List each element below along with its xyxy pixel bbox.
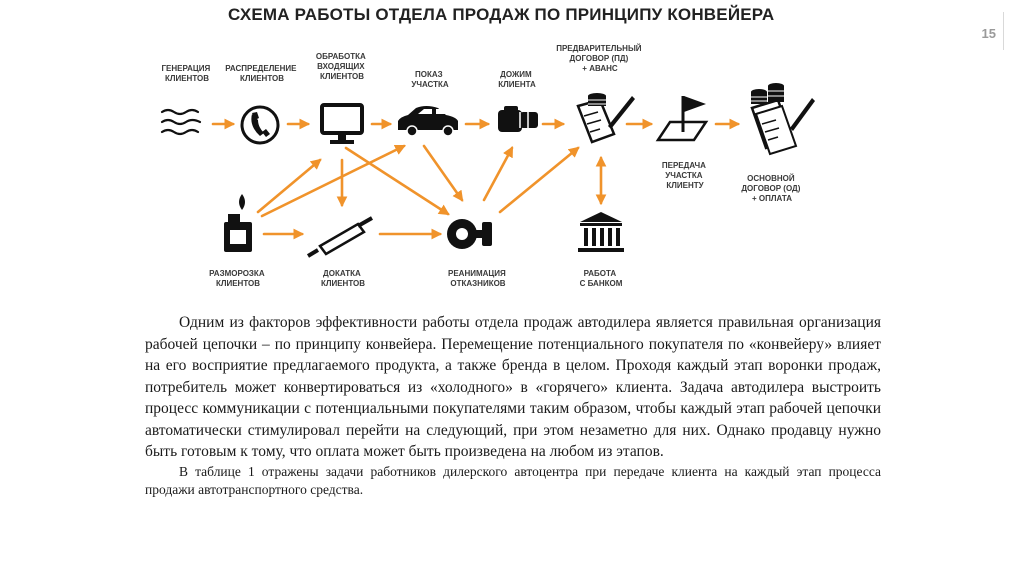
rolling-pin-icon xyxy=(306,216,373,258)
node-label-generation: ГЕНЕРАЦИЯ КЛИЕНТОВ xyxy=(162,64,213,83)
node-label-distribution: РАСПРЕДЕЛЕНИЕ КЛИЕНТОВ xyxy=(225,64,299,83)
arrow-defrost-processing xyxy=(256,158,322,214)
flow-arrows xyxy=(211,118,741,240)
monitor-icon xyxy=(320,103,364,144)
body-text: Одним из факторов эффективности работы о… xyxy=(145,312,881,499)
page-number: 15 xyxy=(981,26,996,41)
flag-icon xyxy=(655,96,709,142)
node-label-defrost: РАЗМОРОЗКА КЛИЕНТОВ xyxy=(209,269,267,288)
lighter-icon xyxy=(224,194,252,252)
arrow-revival-closing xyxy=(482,146,514,202)
node-label-main: ОСНОВНОЙ ДОГОВОР (ОД) + ОПЛАТА xyxy=(741,174,802,203)
arrow-processing-revival xyxy=(344,146,450,216)
node-label-showing: ПОКАЗ УЧАСТКА xyxy=(411,70,449,89)
arrow-showing-revival xyxy=(422,144,464,202)
arrow-revival-prelim xyxy=(498,146,580,214)
node-label-bank: РАБОТА С БАНКОМ xyxy=(580,269,623,288)
car-icon xyxy=(398,106,458,137)
node-label-closing: ДОЖИМ КЛИЕНТА xyxy=(498,70,536,89)
body-paragraph-2: В таблице 1 отражены задачи работников д… xyxy=(145,463,881,497)
slide-title: СХЕМА РАБОТЫ ОТДЕЛА ПРОДАЖ ПО ПРИНЦИПУ К… xyxy=(228,5,775,24)
header-divider xyxy=(1003,12,1004,50)
body-paragraph-1: Одним из факторов эффективности работы о… xyxy=(145,314,881,460)
fist-icon xyxy=(498,106,538,132)
node-label-revival: РЕАНИМАЦИЯ ОТКАЗНИКОВ xyxy=(448,269,508,288)
conveyor-diagram: ГЕНЕРАЦИЯ КЛИЕНТОВ РАСПРЕДЕЛЕНИЕ КЛИЕНТО… xyxy=(160,44,815,288)
node-label-rolling: ДОКАТКА КЛИЕНТОВ xyxy=(321,269,365,288)
node-label-transfer: ПЕРЕДАЧА УЧАСТКА КЛИЕНТУ xyxy=(662,161,708,190)
wind-icon xyxy=(160,108,202,136)
node-label-processing: ОБРАБОТКА ВХОДЯЩИХ КЛИЕНТОВ xyxy=(316,52,368,81)
phone-icon xyxy=(240,105,280,145)
arrow-defrost-showing xyxy=(260,144,406,218)
defibrillator-icon xyxy=(447,219,492,249)
node-label-prelim: ПРЕДВАРИТЕЛЬНЫЙ ДОГОВОР (ПД) + АВАНС xyxy=(556,44,644,73)
contract-money-icon xyxy=(576,93,635,144)
documents-money-icon xyxy=(750,83,815,156)
bank-icon xyxy=(578,212,624,252)
